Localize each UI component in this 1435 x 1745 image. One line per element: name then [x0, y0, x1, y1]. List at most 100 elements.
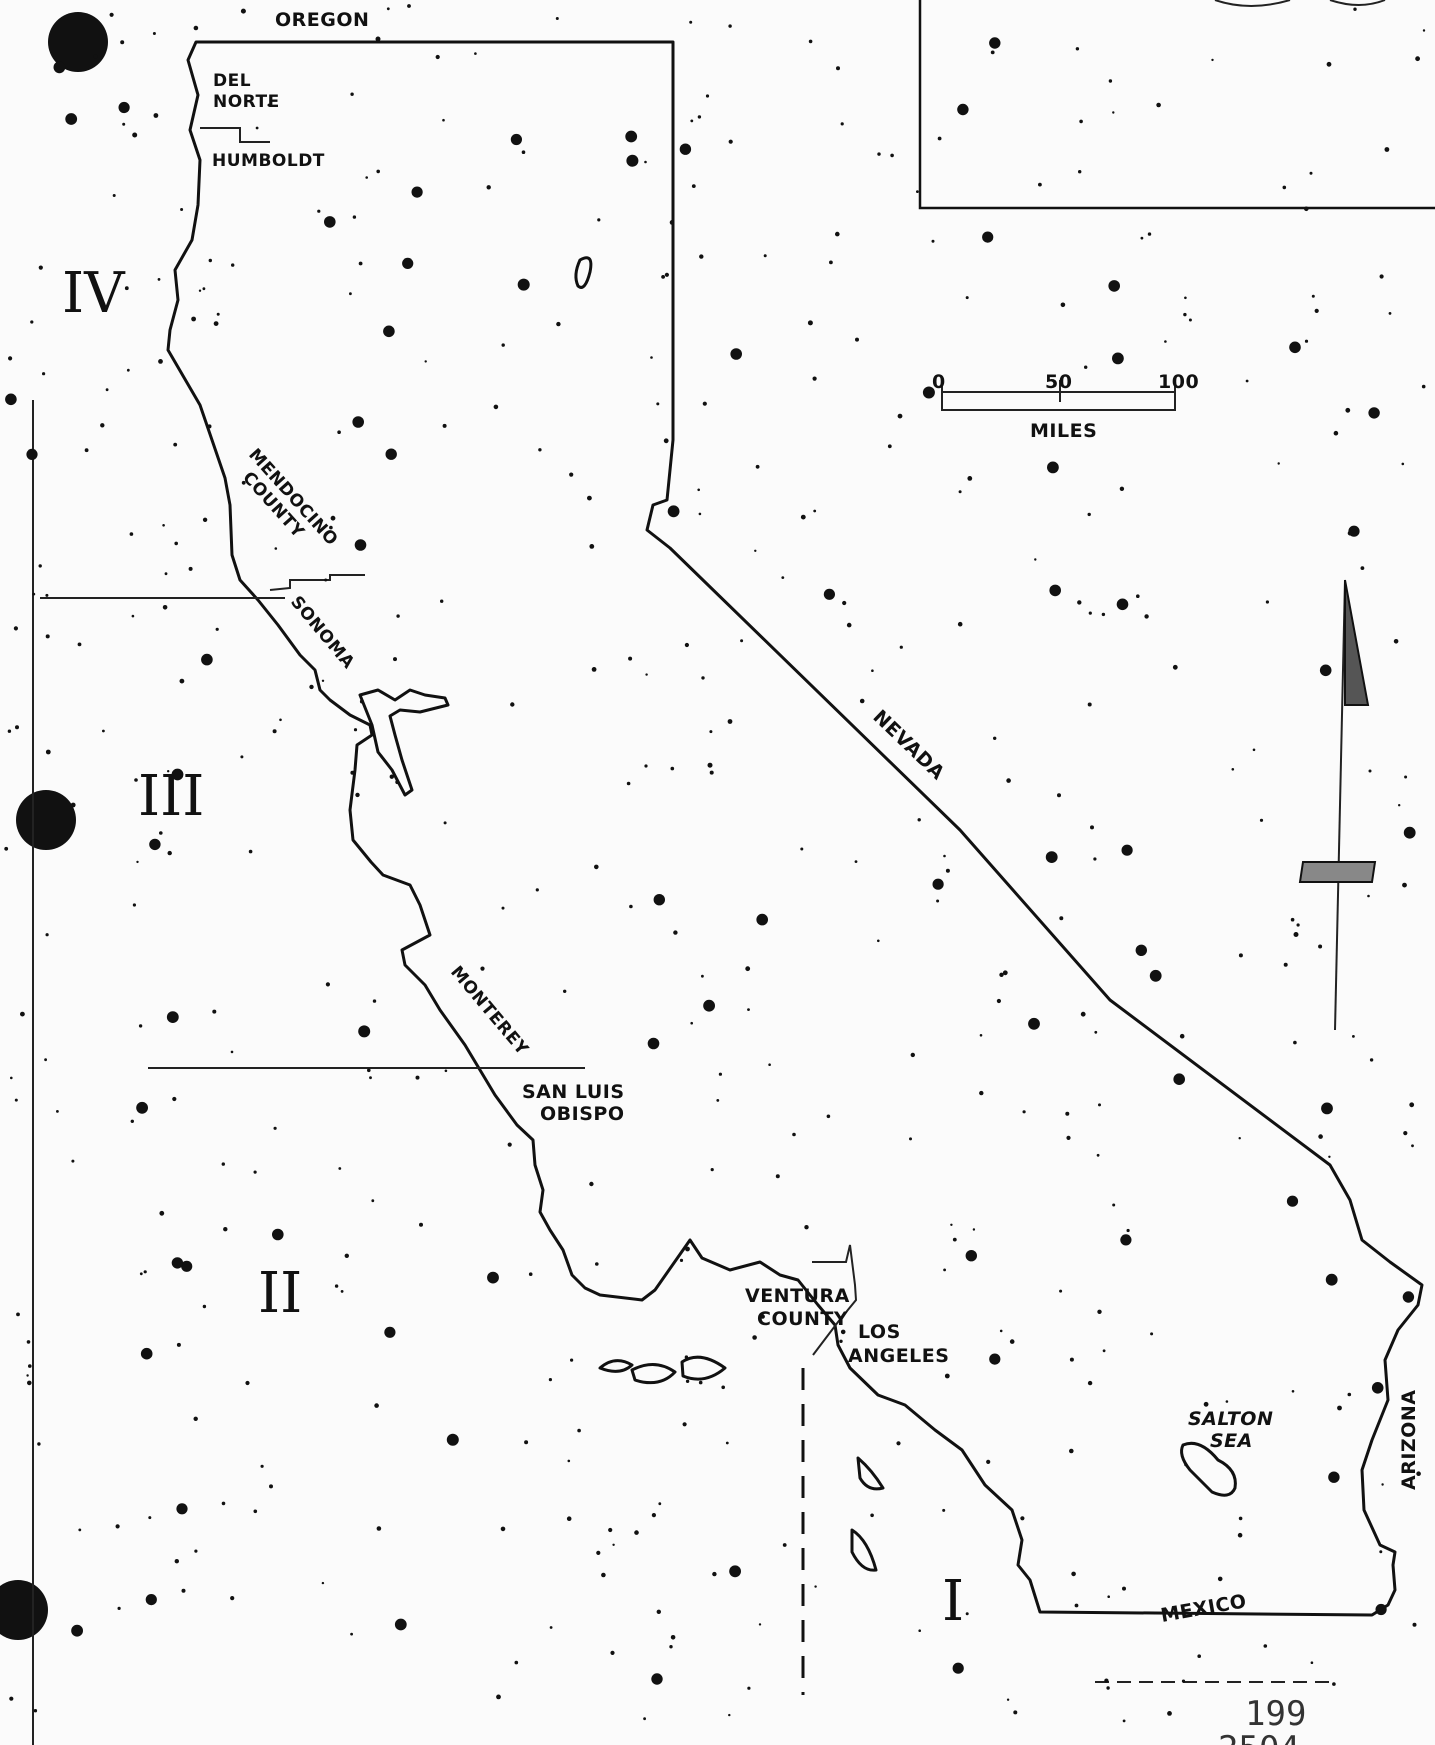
speck: [112, 194, 116, 197]
speck: [932, 878, 944, 890]
speck: [538, 448, 542, 452]
speck: [967, 476, 973, 481]
speck: [999, 1329, 1003, 1333]
speck: [1422, 29, 1426, 32]
speck: [159, 1210, 165, 1216]
san-francisco-bay: [358, 688, 450, 797]
speck: [174, 541, 178, 546]
speck: [705, 94, 710, 98]
speck: [650, 356, 653, 359]
speck: [569, 472, 574, 477]
speck: [181, 1260, 193, 1272]
speck: [1217, 1576, 1223, 1582]
speck: [109, 12, 114, 17]
speck: [245, 1380, 250, 1386]
speck: [1098, 1103, 1101, 1107]
speck: [385, 448, 397, 460]
speck: [887, 444, 892, 449]
speck: [1369, 1058, 1374, 1062]
speck: [500, 1526, 506, 1532]
speck: [443, 821, 447, 825]
speck: [679, 1258, 684, 1262]
speck: [38, 265, 43, 270]
speck: [1059, 916, 1064, 921]
label-los-angeles-2: ANGELES: [848, 1345, 949, 1367]
speck: [942, 1508, 946, 1512]
speck: [897, 413, 903, 419]
speck: [1107, 1595, 1110, 1598]
speck: [664, 272, 670, 277]
speck: [701, 974, 704, 978]
speck: [350, 770, 355, 775]
speck: [1090, 825, 1094, 830]
speck: [215, 627, 219, 631]
speck: [521, 150, 526, 154]
speck: [653, 894, 665, 906]
speck: [1108, 79, 1113, 83]
speck: [1379, 1550, 1383, 1554]
speck: [126, 368, 130, 372]
speck: [1112, 352, 1124, 365]
speck: [993, 736, 997, 740]
speck: [1375, 1603, 1387, 1616]
speck: [131, 614, 135, 618]
speck: [355, 792, 360, 798]
speck: [931, 239, 935, 243]
speck: [230, 1050, 234, 1054]
speck: [982, 231, 994, 243]
speck: [100, 423, 105, 428]
speck: [171, 768, 184, 781]
speck: [763, 254, 767, 258]
speck: [274, 547, 278, 550]
speck: [15, 725, 19, 730]
speck: [124, 286, 129, 291]
speck: [1087, 512, 1091, 517]
speck: [396, 614, 400, 618]
speck: [424, 360, 427, 363]
speck: [33, 1709, 38, 1713]
speck: [325, 982, 330, 987]
speck: [1371, 1382, 1384, 1394]
scan-speckle-noise: [4, 4, 1426, 1723]
speck: [721, 1385, 725, 1390]
speck: [1379, 274, 1384, 279]
speck: [854, 860, 858, 863]
speck: [1135, 944, 1148, 956]
speck: [663, 438, 669, 444]
speck: [628, 656, 633, 661]
speck: [1402, 882, 1407, 888]
label-salton-2: SEA: [1210, 1430, 1253, 1452]
speck: [30, 320, 34, 324]
speck: [1078, 170, 1082, 174]
speck: [682, 1422, 687, 1427]
speck: [1020, 1516, 1025, 1521]
speck: [164, 572, 168, 576]
speck: [1384, 147, 1390, 152]
speck: [728, 1713, 731, 1717]
speck: [344, 1253, 349, 1259]
speck: [1097, 1309, 1102, 1315]
speck: [1009, 1339, 1015, 1344]
speck: [44, 1058, 47, 1062]
speck: [800, 514, 806, 520]
speck: [167, 850, 172, 856]
speck: [1245, 379, 1249, 383]
speck: [158, 359, 163, 364]
scale-bar: 0 50 100 MILES: [932, 371, 1199, 442]
speck: [1416, 1471, 1421, 1476]
region-iv-label: IV: [62, 261, 126, 326]
speck: [1057, 793, 1061, 798]
northern-lake: [574, 256, 593, 289]
speck: [651, 1513, 657, 1518]
speck: [826, 1114, 831, 1119]
speck: [871, 669, 874, 672]
speck: [201, 653, 213, 666]
speck: [193, 1416, 198, 1422]
speck: [1164, 340, 1167, 343]
inset-box-border: [918, 0, 1435, 210]
speck: [194, 1549, 198, 1553]
speck: [1311, 294, 1315, 298]
speck: [1314, 308, 1319, 313]
